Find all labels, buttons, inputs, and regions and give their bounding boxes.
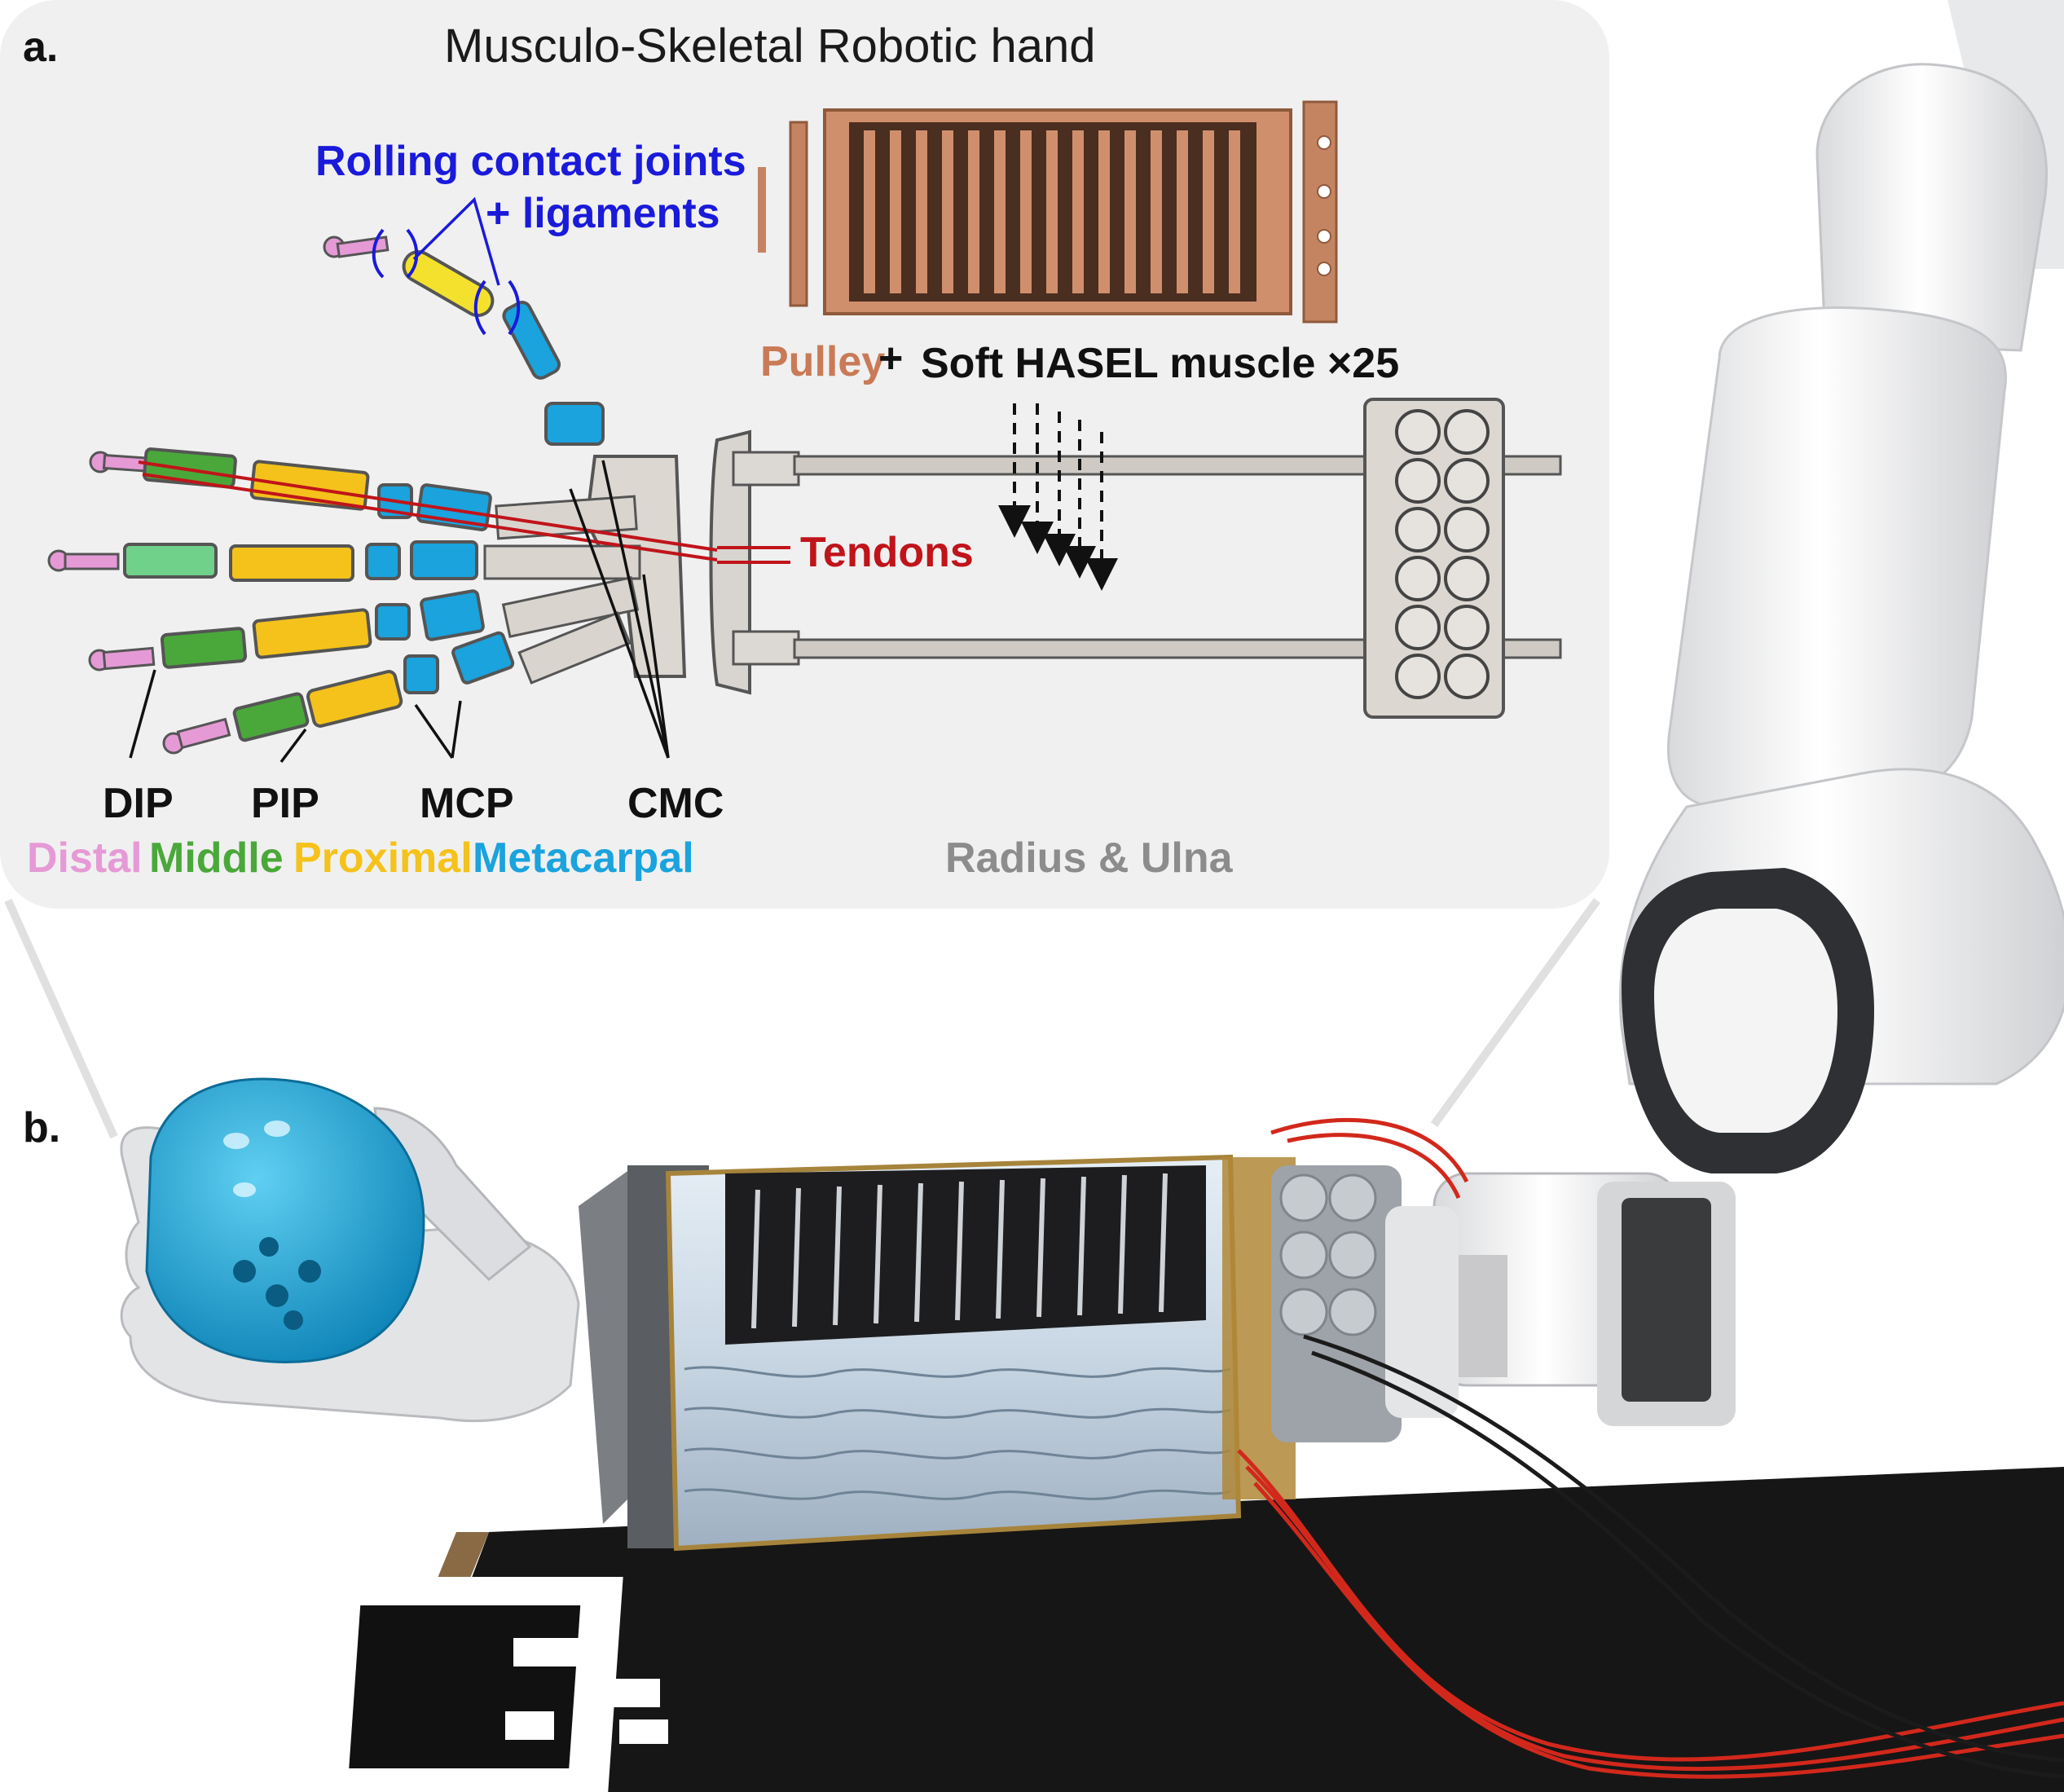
pulley-label: Pulley xyxy=(760,338,886,385)
bone-label-proximal: Proximal xyxy=(293,834,473,882)
panel-a-title: Musculo-Skeletal Robotic hand xyxy=(444,20,1096,73)
forearm-muscles xyxy=(579,1154,1459,1552)
robot-arm xyxy=(1432,0,2064,1426)
bone-label-middle: Middle xyxy=(149,834,284,882)
joint-leader-lines xyxy=(129,460,670,764)
soft-muscle-label: Soft HASEL muscle ×25 xyxy=(921,340,1400,387)
joint-label-pip: PIP xyxy=(251,780,319,827)
panel-a-letter: a. xyxy=(23,24,59,71)
robotic-hand xyxy=(120,1077,580,1423)
joint-label-dip: DIP xyxy=(103,780,174,827)
radius-ulna-label: Radius & Ulna xyxy=(945,834,1233,882)
rolling-joints-label: Rolling contact joints xyxy=(315,138,746,185)
ligaments-label: + ligaments xyxy=(486,190,720,237)
muscle-arrows xyxy=(998,403,1118,591)
finger-bones-render xyxy=(47,196,641,755)
table-surface xyxy=(298,1467,2064,1792)
bone-label-metacarpal: Metacarpal xyxy=(473,834,694,882)
joint-label-mcp: MCP xyxy=(420,780,514,827)
tendons-label: Tendons xyxy=(800,529,974,576)
hasel-muscle-render xyxy=(758,100,1338,324)
panel-b-letter: b. xyxy=(23,1104,61,1151)
wires xyxy=(1237,1117,2064,1779)
plus-sign: + xyxy=(878,335,904,382)
bone-label-distal: Distal xyxy=(27,834,143,882)
joint-label-cmc: CMC xyxy=(627,780,724,827)
